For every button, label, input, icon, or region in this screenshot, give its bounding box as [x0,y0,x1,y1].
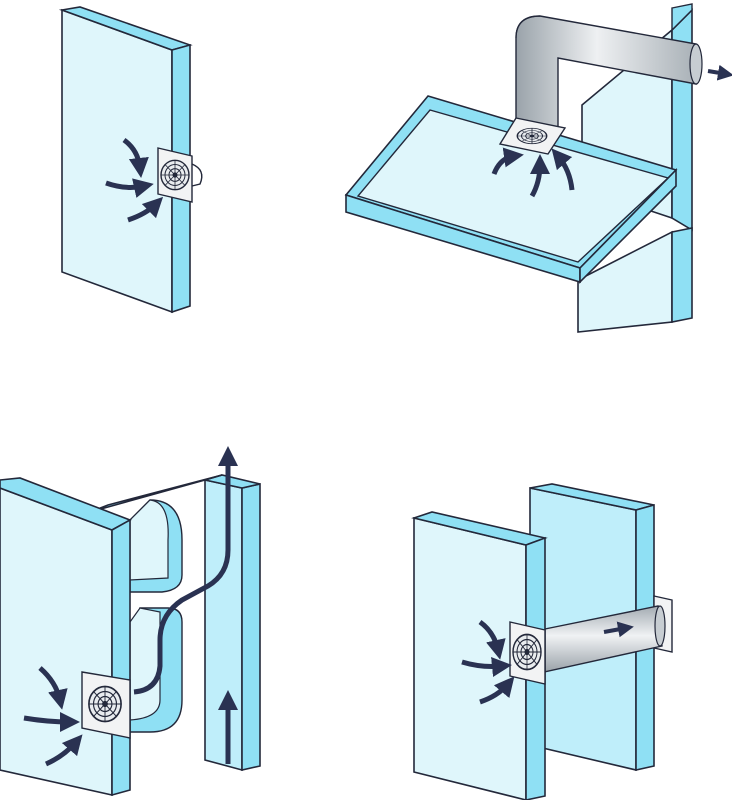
fan-grille-icon [509,621,546,685]
ceiling-underside [356,109,670,263]
cavity-back-wall [204,479,243,772]
fan-grille-icon [157,147,203,203]
airflow-arrow-icon [603,621,634,638]
panel-through-cavity-duct [411,483,673,800]
airflow-arrow-icon [707,64,732,81]
panel-ceiling-duct [344,3,732,333]
wall-face [61,8,173,314]
fan-grille-icon [81,671,131,739]
airflow-arrow-icon [491,147,575,198]
airflow-arrow-icon [133,446,238,764]
duct-pipe-icon [515,15,703,131]
airflow-arrow-icon [461,619,515,705]
wall-face [413,516,527,800]
wall-face [0,487,113,796]
panel-through-wall [58,6,203,314]
panel-wall-cavity [0,446,261,797]
fan-grille-icon [498,117,567,155]
cavity-top [89,474,223,513]
airflow-arrow-icon [23,666,83,767]
airflow-arrow-icon [105,137,164,223]
